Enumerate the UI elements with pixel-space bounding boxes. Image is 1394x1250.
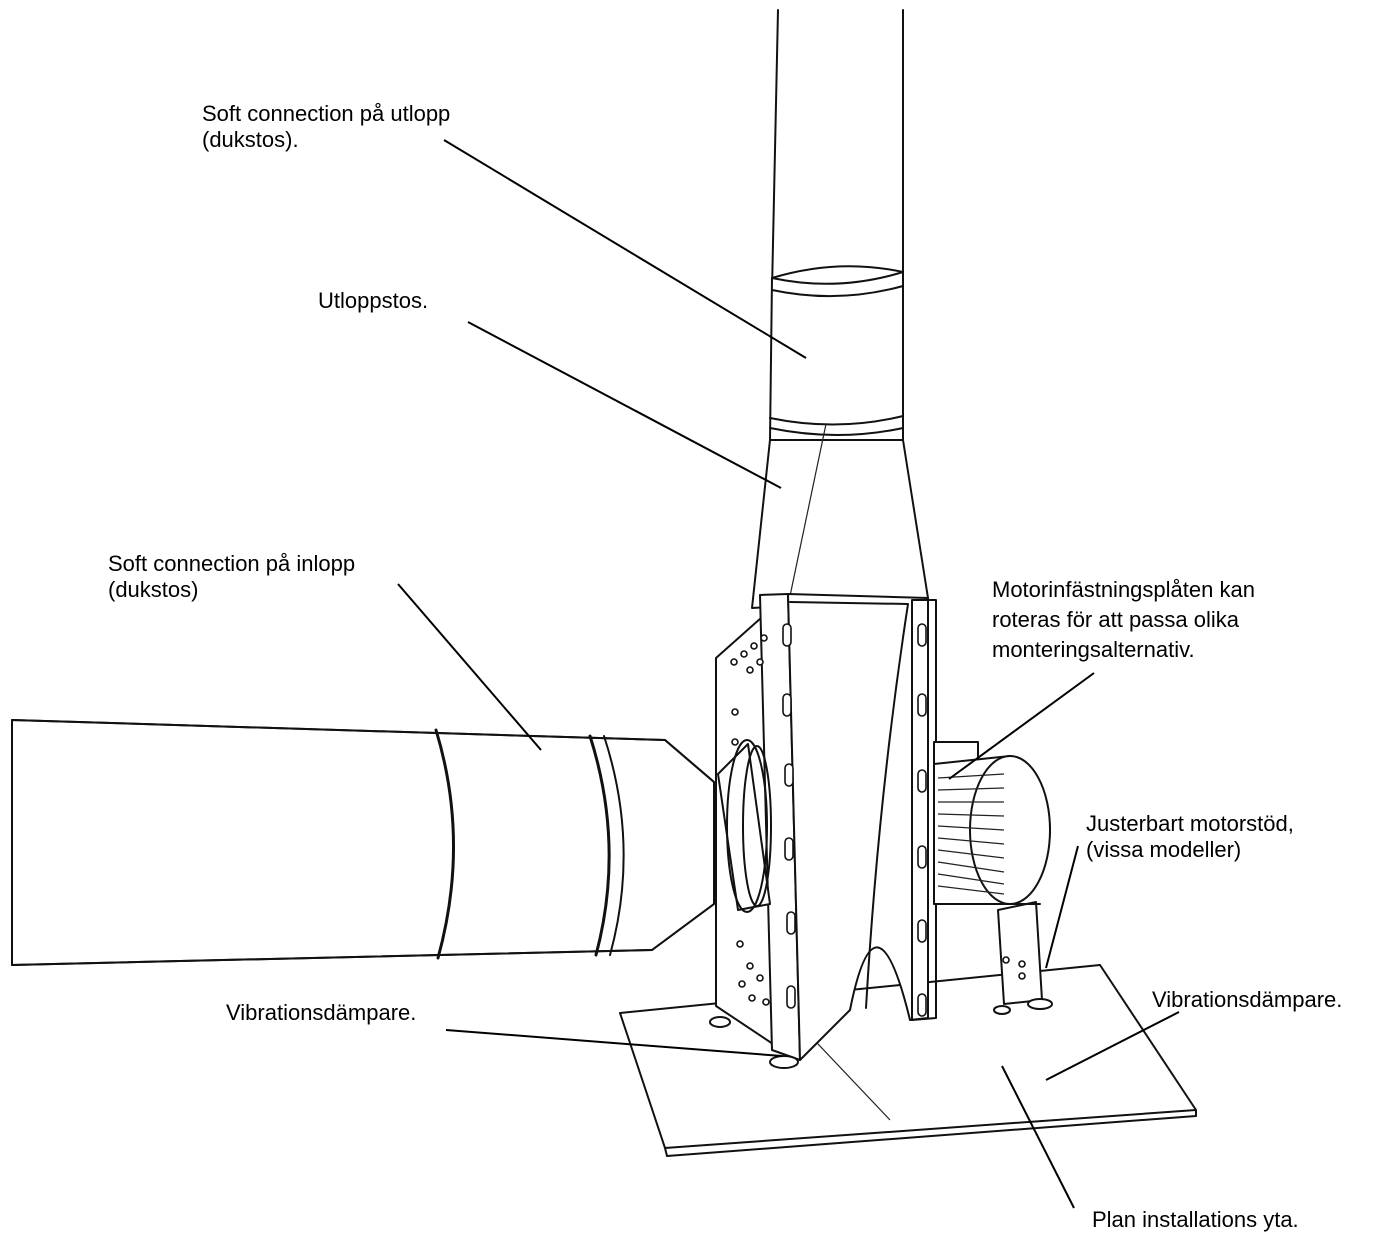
- label-line: Utloppstos.: [318, 288, 429, 313]
- damper-right: [1027, 998, 1053, 1010]
- label-motor-support: Justerbart motorstöd, (vissa modeller): [1086, 811, 1294, 863]
- label-damper-left: Vibrationsdämpare.: [226, 1000, 416, 1026]
- outlet-duct: [751, 9, 929, 609]
- leader-motor-support: [1045, 845, 1079, 969]
- motor: [933, 741, 1053, 1015]
- label-line: roteras för att passa olika: [992, 607, 1240, 632]
- leader-damper-left: [445, 1029, 783, 1057]
- leader-surface: [1001, 1065, 1075, 1209]
- motor-fins: [937, 773, 1005, 895]
- label-line: Soft connection på inlopp: [108, 551, 356, 576]
- fan-housing: [709, 593, 937, 1069]
- label-line: Justerbart motorstöd,: [1086, 811, 1294, 836]
- damper-left: [769, 1055, 799, 1069]
- label-soft-outlet: Soft connection på utlopp (dukstos).: [202, 101, 450, 153]
- leader-damper-right: [1045, 1011, 1180, 1081]
- leader-motor-plate: [948, 672, 1095, 780]
- flange-slots: [782, 623, 927, 1017]
- label-line: (vissa modeller): [1086, 837, 1242, 862]
- leader-outlet: [467, 321, 782, 489]
- label-line: (dukstos): [108, 577, 199, 602]
- label-line: Soft connection på utlopp: [202, 101, 451, 126]
- label-line: Vibrationsdämpare.: [226, 1000, 417, 1025]
- motor-support-bracket: [997, 901, 1043, 1005]
- label-line: Motorinfästningsplåten kan: [992, 577, 1255, 602]
- side-bolt-holes: [730, 634, 770, 1006]
- label-outlet: Utloppstos.: [318, 288, 428, 314]
- inlet-duct: [11, 719, 715, 966]
- label-line: monteringsalternativ.: [992, 637, 1195, 662]
- leader-soft-outlet: [443, 139, 807, 359]
- label-surface: Plan installations yta.: [1092, 1207, 1299, 1233]
- label-line: (dukstos).: [202, 127, 299, 152]
- label-motor-plate: Motorinfästningsplåten kan roteras för a…: [992, 575, 1255, 665]
- label-line: Plan installations yta.: [1092, 1207, 1299, 1232]
- label-damper-right: Vibrationsdämpare.: [1152, 987, 1342, 1013]
- label-line: Vibrationsdämpare.: [1152, 987, 1343, 1012]
- leader-soft-inlet: [397, 583, 542, 751]
- leader-lines: [397, 139, 1180, 1209]
- label-soft-inlet: Soft connection på inlopp (dukstos): [108, 551, 355, 603]
